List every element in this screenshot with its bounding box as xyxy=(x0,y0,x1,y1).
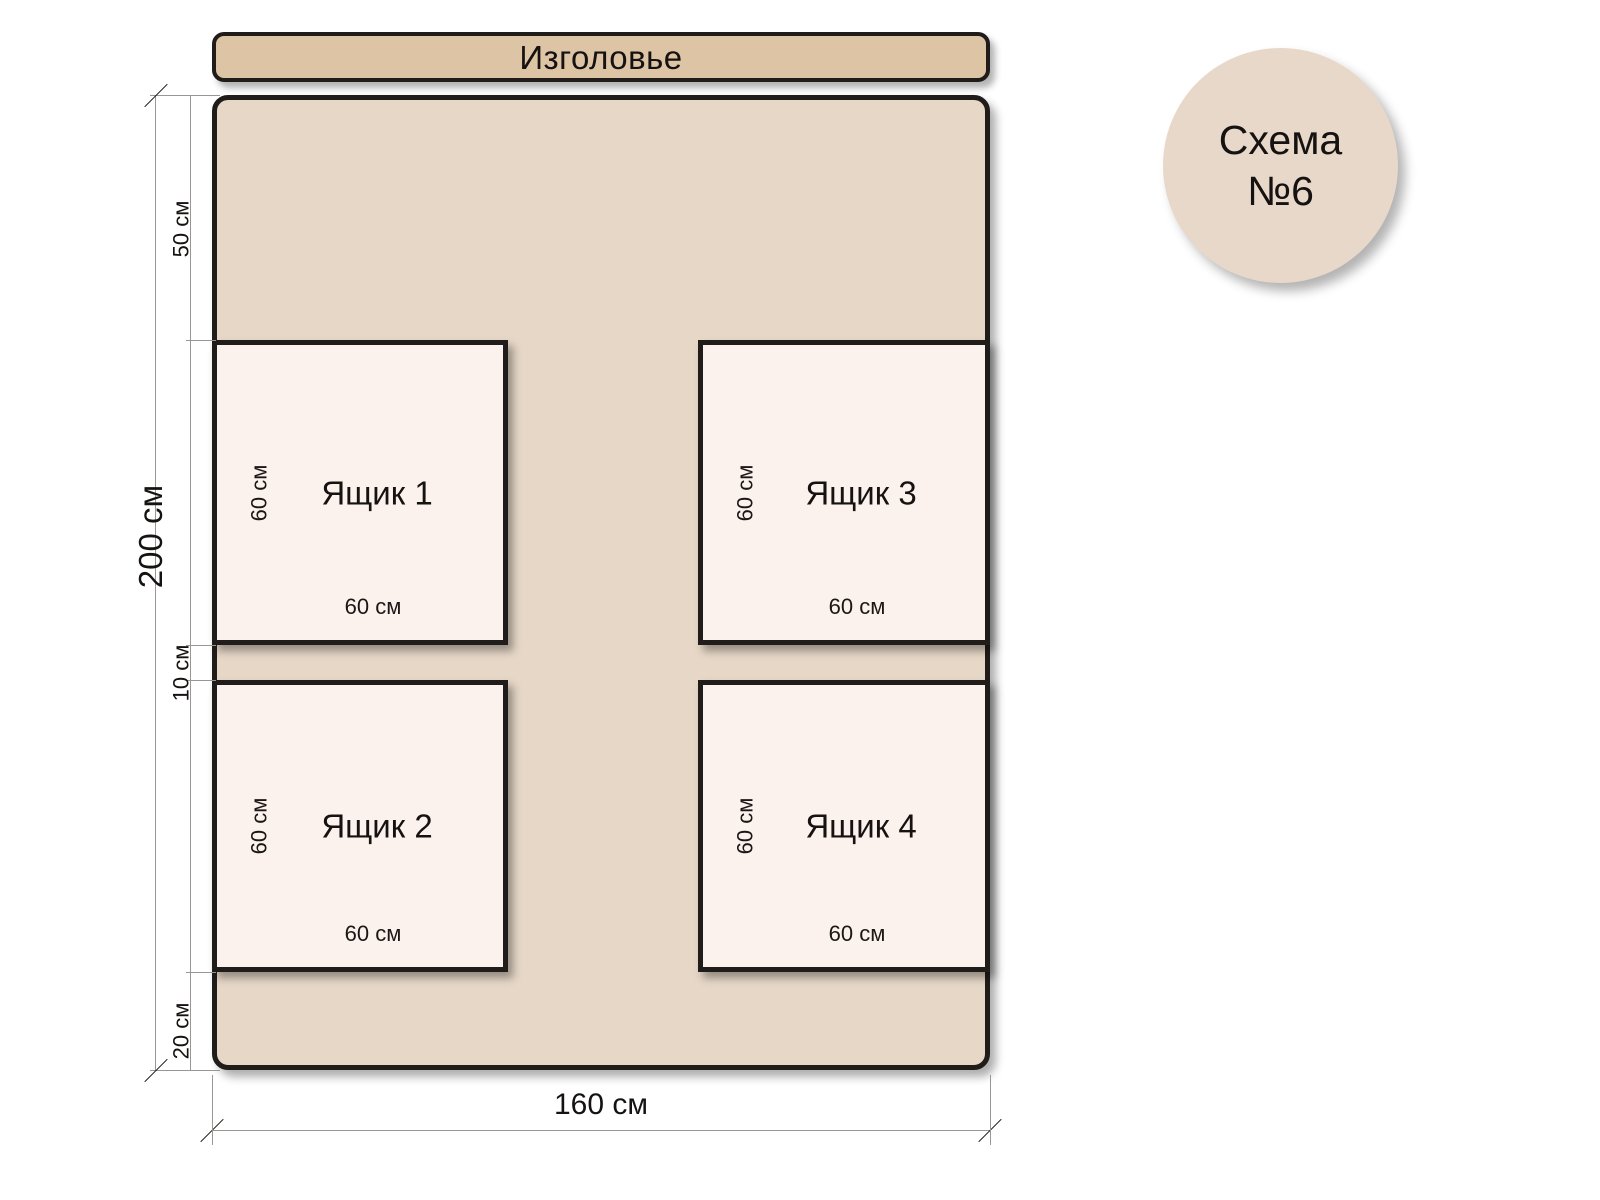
drawer-3-label: Ящик 3 xyxy=(805,474,917,511)
drawer-3-width-label: 60 см xyxy=(828,594,886,619)
dimension-connector-bottom xyxy=(150,1070,220,1071)
headboard-block: Изголовье xyxy=(212,32,990,82)
drawer-1-width-label: 60 см xyxy=(344,594,402,619)
drawer-2: 60 см Ящик 2 60 см xyxy=(212,680,508,972)
middle-gap-label: 10 см xyxy=(168,644,194,702)
dimension-connector-drawer2-top xyxy=(186,680,216,681)
overall-height-label: 200 см xyxy=(132,484,170,589)
overall-height-dimension-line xyxy=(155,95,156,1070)
width-extension-right xyxy=(990,1075,991,1145)
drawer-2-label: Ящик 2 xyxy=(321,807,433,845)
overall-width-dimension-line xyxy=(212,1130,990,1131)
dimension-connector-drawer1-top xyxy=(186,340,216,341)
overall-width-label: 160 см xyxy=(553,1088,648,1121)
drawer-1-label: Ящик 1 xyxy=(321,474,433,511)
drawer-3: 60 см Ящик 3 60 см xyxy=(698,340,990,645)
drawer-1: 60 см Ящик 1 60 см xyxy=(212,340,508,645)
width-extension-left xyxy=(212,1075,213,1145)
segment-dimension-line xyxy=(190,95,191,1070)
scheme-badge: Схема №6 xyxy=(1163,48,1398,283)
drawer-2-width-label: 60 см xyxy=(344,921,402,946)
dimension-connector-drawer1-bottom xyxy=(186,645,216,646)
scheme-badge-line-2: №6 xyxy=(1247,167,1314,214)
scheme-badge-line-1: Схема xyxy=(1218,117,1343,164)
dimension-connector-drawer2-bottom xyxy=(186,972,216,973)
headboard-label: Изголовье xyxy=(519,38,683,76)
drawer-4: 60 см Ящик 4 60 см xyxy=(698,680,990,972)
bottom-gap-label: 20 см xyxy=(168,1002,194,1060)
drawer-4-width-label: 60 см xyxy=(828,921,886,946)
top-gap-label: 50 см xyxy=(168,200,194,258)
dimension-connector-top xyxy=(150,95,220,96)
drawer-4-label: Ящик 4 xyxy=(805,807,917,845)
